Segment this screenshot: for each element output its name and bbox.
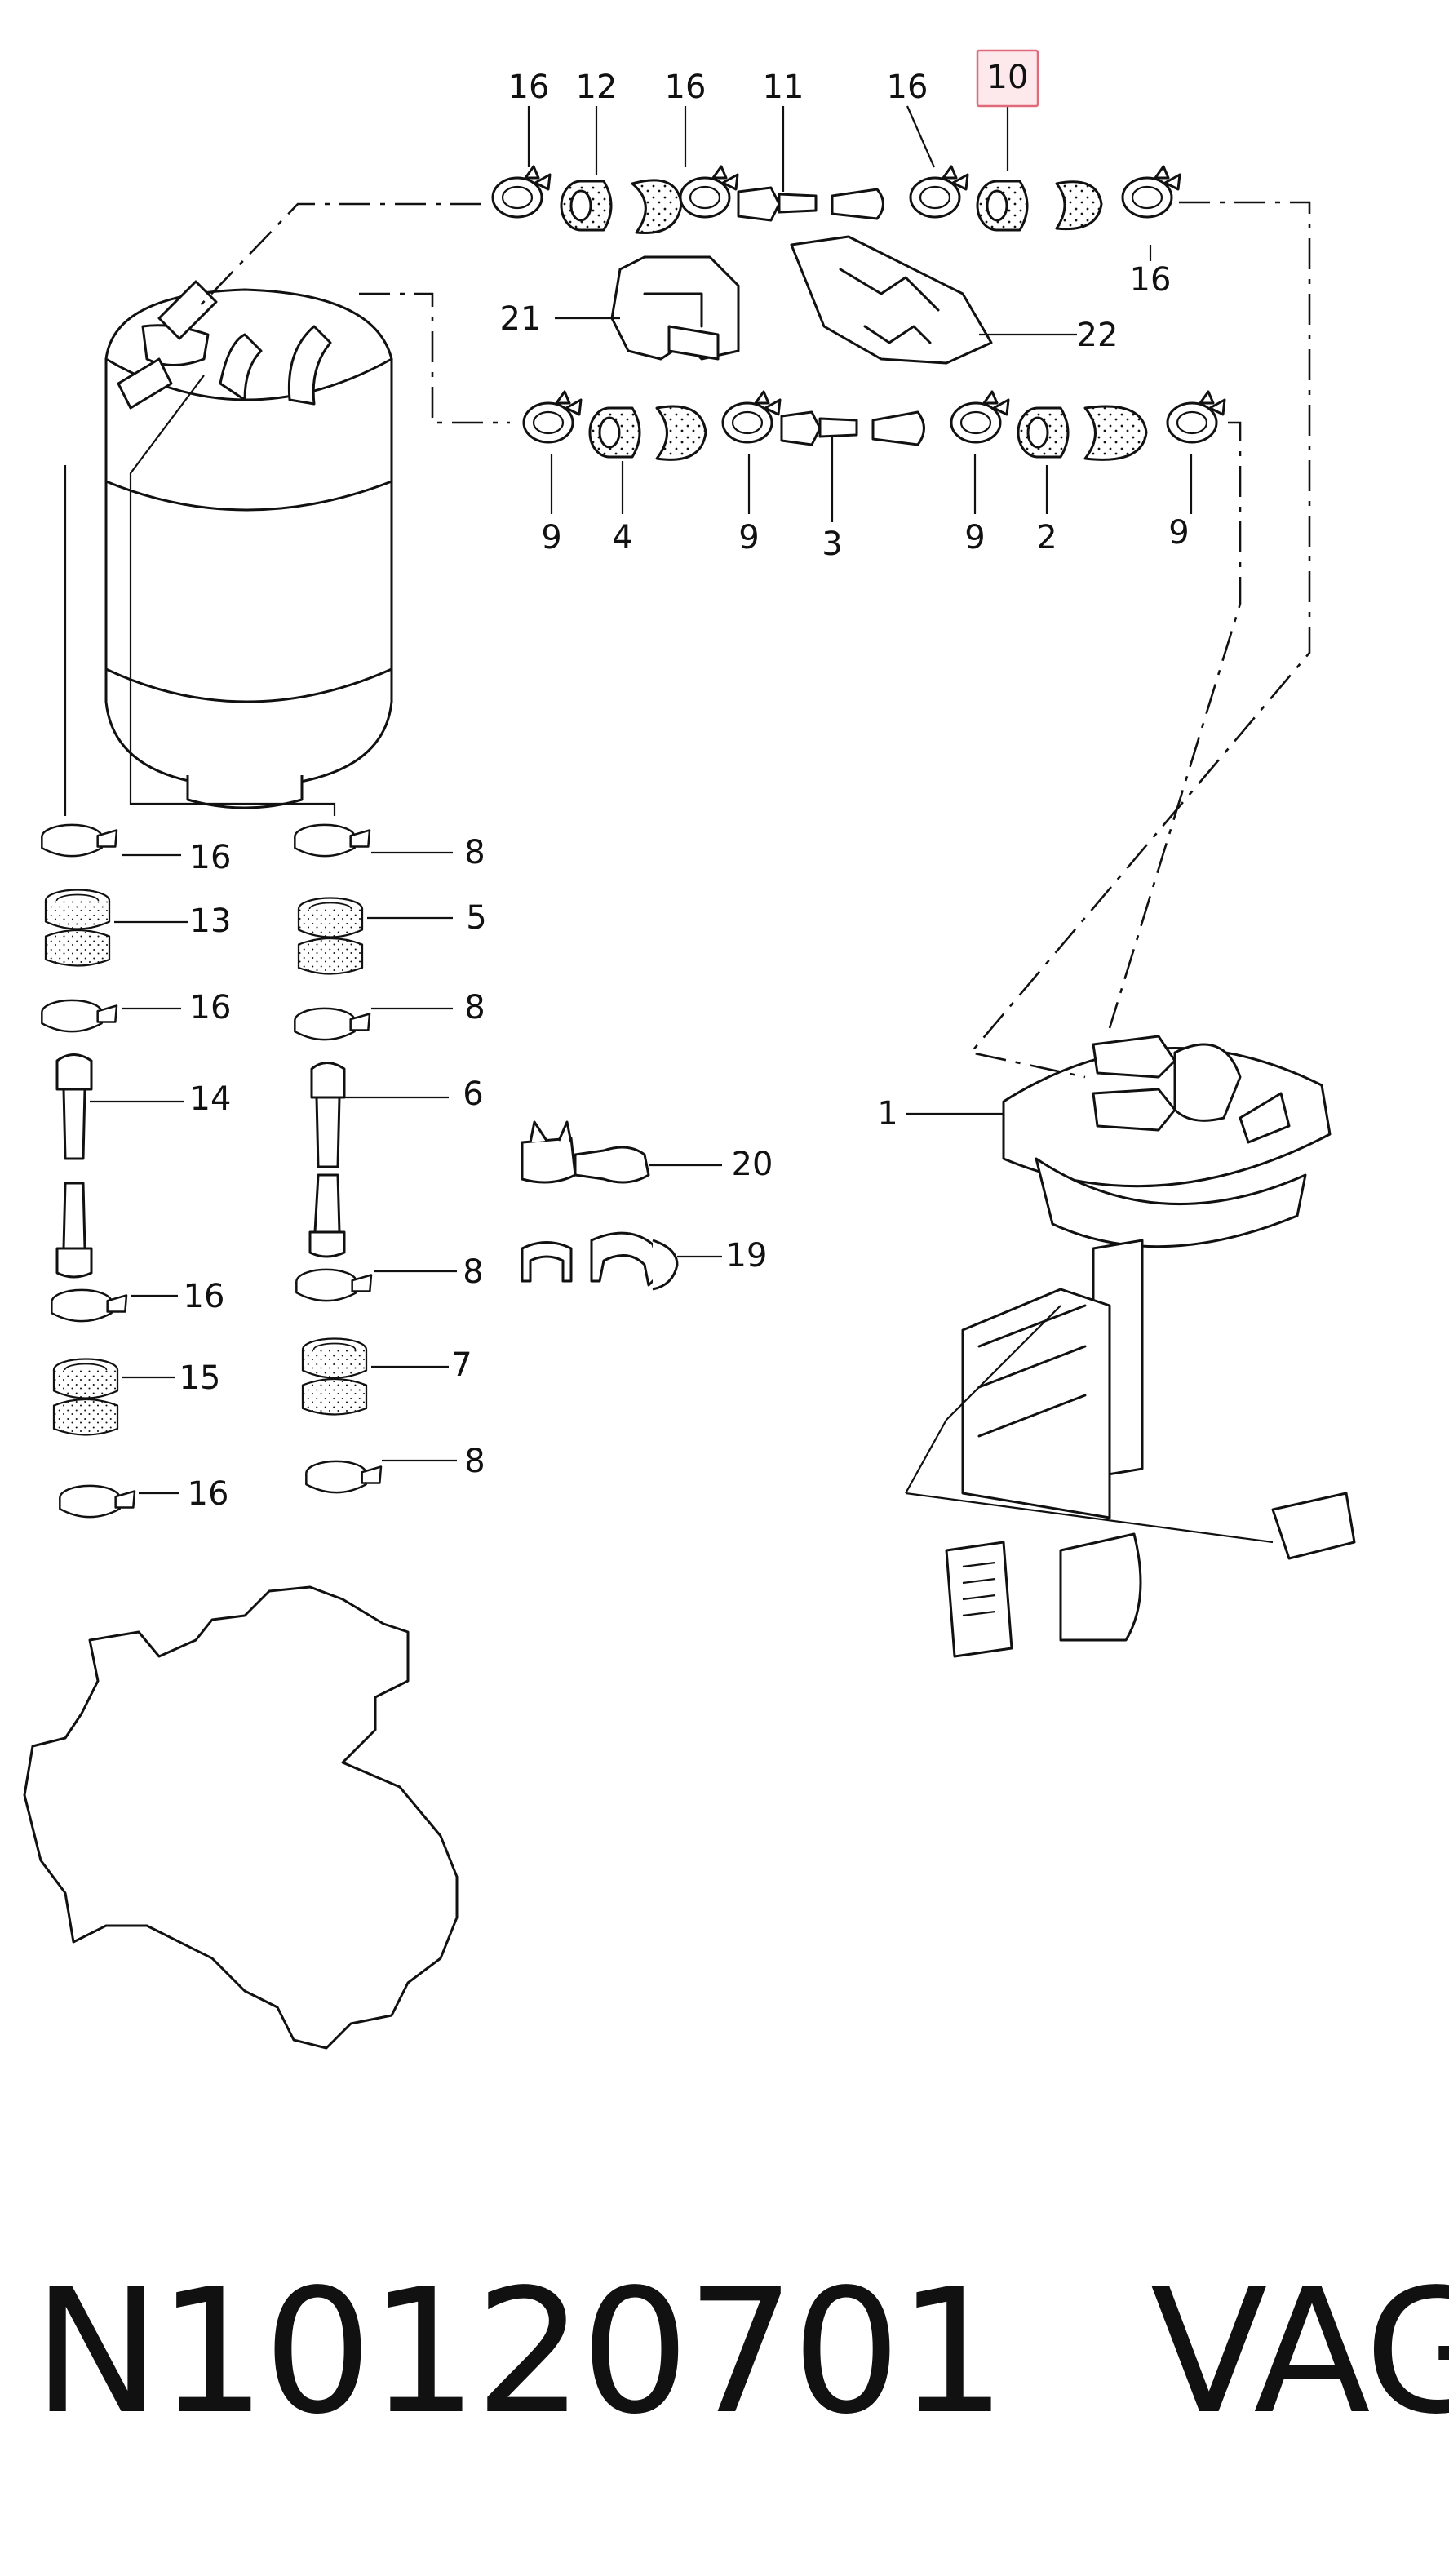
- highlight-box: [976, 49, 1039, 108]
- callout-8: 8: [463, 1253, 483, 1291]
- callout-22: 22: [1077, 317, 1119, 354]
- callout-16: 16: [665, 69, 707, 106]
- connector-19: [521, 1231, 679, 1291]
- top-hose-row: [491, 165, 1181, 235]
- callout-6: 6: [463, 1075, 483, 1113]
- callout-16: 16: [184, 1278, 225, 1315]
- callout-15: 15: [179, 1359, 221, 1397]
- callout-7: 7: [451, 1346, 472, 1384]
- callout-5: 5: [466, 899, 486, 937]
- bracket-21: [610, 255, 740, 361]
- callout-16: 16: [190, 839, 232, 876]
- fuel-filter-assembly: [104, 280, 393, 809]
- routing-lines: [64, 201, 1311, 1079]
- engine-outline: [23, 1585, 459, 2050]
- callout-9: 9: [1168, 514, 1189, 552]
- callout-2: 2: [1036, 519, 1057, 556]
- brand-name: VAG: [1150, 2252, 1449, 2452]
- middle-hose-row: [522, 390, 1226, 461]
- callout-16: 16: [188, 1475, 229, 1513]
- callout-16: 16: [1130, 261, 1172, 299]
- callout-4: 4: [612, 519, 632, 556]
- connector-20: [521, 1120, 650, 1184]
- leader-lines: [90, 105, 1193, 1495]
- callout-11: 11: [763, 69, 804, 106]
- callout-9: 9: [541, 519, 561, 556]
- callout-8: 8: [464, 834, 485, 871]
- callout-16: 16: [887, 69, 928, 106]
- part-number-footer: N10120701 VAG: [33, 2252, 1449, 2452]
- callout-16: 16: [190, 989, 232, 1026]
- callout-14: 14: [190, 1080, 232, 1118]
- callout-10: 10: [987, 59, 1029, 96]
- callout-8: 8: [464, 1443, 485, 1480]
- callout-8: 8: [464, 989, 485, 1026]
- second-column-parts: [294, 823, 383, 1494]
- fuel-pump-sender-unit: [905, 1035, 1356, 1658]
- callout-13: 13: [190, 902, 232, 940]
- callout-9: 9: [738, 519, 759, 556]
- callout-9: 9: [964, 519, 985, 556]
- callout-19: 19: [726, 1237, 768, 1275]
- callout-1: 1: [877, 1095, 897, 1133]
- callout-labels: 16 12 16 11 16 10 16 21 22 9 4 9 3 9 2 9…: [179, 59, 1190, 1513]
- callout-20: 20: [732, 1146, 773, 1183]
- callout-12: 12: [576, 69, 618, 106]
- left-column-parts: [41, 823, 136, 1519]
- callout-21: 21: [500, 300, 542, 338]
- callout-3: 3: [822, 525, 842, 563]
- part-number: N10120701: [33, 2252, 1007, 2452]
- bracket-22: [790, 235, 993, 365]
- callout-16: 16: [508, 69, 550, 106]
